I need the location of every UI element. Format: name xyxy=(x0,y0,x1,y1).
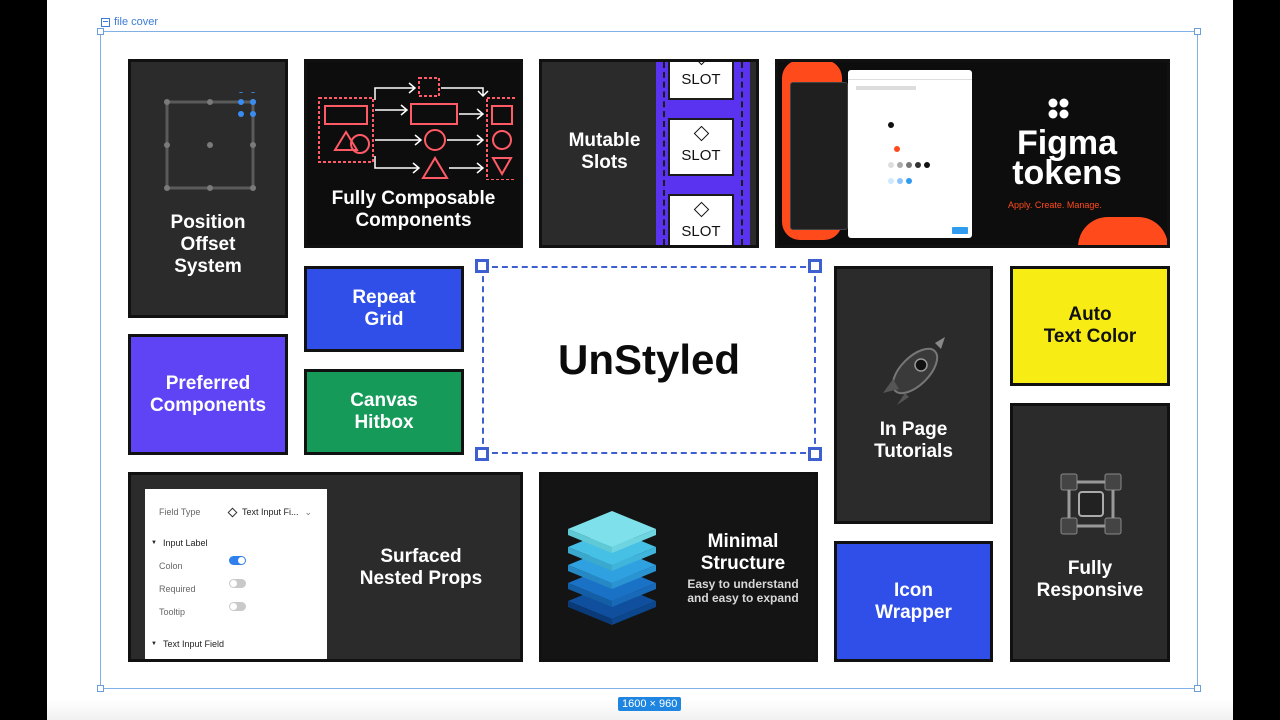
section-text-input[interactable]: ▼ Text Input Field xyxy=(151,633,224,655)
section-input-label[interactable]: ▼ Input Label xyxy=(151,532,208,554)
tile-minimal-structure-subtitle: Easy to understand and easy to expand xyxy=(687,577,799,605)
chevron-down-icon: ⌄ xyxy=(304,507,313,517)
tile-auto-text-color-label: Auto Text Color xyxy=(1043,304,1137,347)
required-toggle[interactable] xyxy=(229,579,246,588)
tile-mutable-slots-label: Mutable Slots xyxy=(568,130,641,173)
figma-tokens-logo-icon xyxy=(1048,98,1069,119)
selection-handle-br[interactable] xyxy=(808,447,822,461)
tile-icon-wrapper-label: Icon Wrapper xyxy=(875,579,952,623)
frame-name: file cover xyxy=(114,16,159,28)
tile-icon-wrapper[interactable]: Icon Wrapper xyxy=(834,541,993,662)
tile-preferred-components[interactable]: Preferred Components xyxy=(128,334,288,455)
diamond-icon xyxy=(693,125,709,141)
unstyled-selection xyxy=(482,266,816,454)
tile-in-page-tutorials[interactable]: In Page Tutorials xyxy=(834,266,993,524)
field-properties-panel: Field Type Text Input Fi... ⌄ ▼ Input La… xyxy=(145,489,327,659)
diamond-icon xyxy=(693,62,709,65)
unstyled-title[interactable]: UnStyled xyxy=(557,336,741,383)
tooltip-toggle[interactable] xyxy=(229,602,246,611)
tile-in-page-tutorials-label: In Page Tutorials xyxy=(874,419,953,462)
tile-minimal-structure-label: Minimal Structure xyxy=(700,531,786,574)
tile-repeat-grid[interactable]: Repeat Grid xyxy=(304,266,464,352)
figma-tokens-tagline: Apply. Create. Manage. xyxy=(1008,200,1102,210)
tooltip-label: Tooltip xyxy=(159,607,186,617)
slot-item[interactable]: SLOT xyxy=(668,194,734,245)
frame-size-badge: 1600 × 960 xyxy=(618,697,682,711)
tile-surfaced-nested-props[interactable]: Field Type Text Input Fi... ⌄ ▼ Input La… xyxy=(128,472,523,662)
slot-item[interactable]: SLOT xyxy=(668,62,734,100)
field-type-label: Field Type xyxy=(159,507,201,517)
tile-canvas-hitbox[interactable]: Canvas Hitbox xyxy=(304,369,464,455)
minimal-structure-text: Minimal Structure Easy to understand and… xyxy=(680,531,806,605)
diamond-icon xyxy=(227,507,238,517)
tile-fully-composable-label: Fully Composable Components xyxy=(331,188,496,231)
offset-grid-icon xyxy=(164,92,256,191)
selection-handle-tl[interactable] xyxy=(475,259,489,273)
tile-preferred-components-label: Preferred Components xyxy=(149,372,267,416)
orange-shape xyxy=(1078,217,1167,245)
tokens-plugin-window xyxy=(848,70,972,238)
slot-item[interactable]: SLOT xyxy=(668,118,734,176)
tile-fully-responsive[interactable]: Fully Responsive xyxy=(1010,403,1170,662)
tokens-sidebar-window xyxy=(790,82,848,230)
frame-icon xyxy=(101,17,110,27)
selection-handle-tr[interactable] xyxy=(808,259,822,273)
tile-figma-tokens[interactable]: Figma tokens Apply. Create. Manage. xyxy=(775,59,1170,248)
frame-selection xyxy=(100,31,1198,689)
rocket-icon xyxy=(883,337,945,405)
tile-surfaced-nested-props-label: Surfaced Nested Props xyxy=(359,546,483,589)
diamond-icon xyxy=(693,201,709,217)
tile-fully-composable[interactable]: Fully Composable Components xyxy=(304,59,523,248)
frame-handle-tr[interactable] xyxy=(1194,28,1201,35)
field-type-select[interactable]: Text Input Fi... ⌄ xyxy=(227,501,313,523)
required-label: Required xyxy=(159,584,196,594)
frame-label[interactable]: file cover xyxy=(101,16,158,28)
composable-diagram-icon xyxy=(318,77,515,180)
caret-down-icon: ▼ xyxy=(151,540,157,546)
responsive-frame-icon xyxy=(1060,473,1122,535)
frame-handle-bl[interactable] xyxy=(97,685,104,692)
colon-label: Colon xyxy=(159,561,183,571)
tile-fully-responsive-label: Fully Responsive xyxy=(1036,558,1144,601)
colon-toggle[interactable] xyxy=(229,556,246,565)
slot-strip: SLOT SLOT SLOT xyxy=(656,62,750,245)
tile-position-offset-label: Position Offset System xyxy=(170,212,246,277)
tile-repeat-grid-label: Repeat Grid xyxy=(352,287,416,330)
tile-mutable-slots[interactable]: Mutable Slots SLOT SLOT SLOT xyxy=(539,59,759,248)
figma-tokens-title: Figma tokens xyxy=(1012,124,1122,192)
layers-stack-icon xyxy=(568,511,656,625)
selection-handle-bl[interactable] xyxy=(475,447,489,461)
tile-auto-text-color[interactable]: Auto Text Color xyxy=(1010,266,1170,386)
tile-position-offset[interactable]: Position Offset System xyxy=(128,59,288,318)
tile-canvas-hitbox-label: Canvas Hitbox xyxy=(350,390,418,433)
caret-down-icon: ▼ xyxy=(151,641,157,647)
frame-handle-br[interactable] xyxy=(1194,685,1201,692)
frame-handle-tl[interactable] xyxy=(97,28,104,35)
tile-minimal-structure[interactable]: Minimal Structure Easy to understand and… xyxy=(539,472,818,662)
